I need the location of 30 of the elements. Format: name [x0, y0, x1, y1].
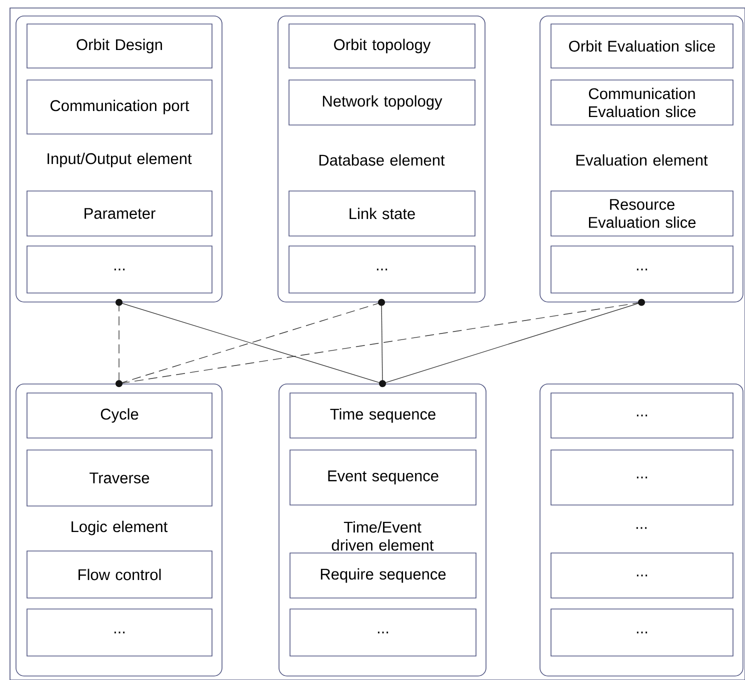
- item-box: ...: [550, 608, 734, 656]
- item-box: Require sequence: [290, 552, 476, 598]
- item-box: ...: [26, 608, 212, 656]
- panel-title: Evaluation element: [576, 154, 708, 166]
- item-box: Link state: [288, 190, 476, 236]
- item-box: Parameter: [26, 190, 212, 236]
- panel-title: Database element: [319, 154, 445, 166]
- item-box: ...: [550, 246, 734, 294]
- item-box: Flow control: [26, 550, 212, 598]
- item-box: Cycle: [26, 392, 212, 438]
- panel-title: Input/Output element: [48, 152, 192, 168]
- item-box: ...: [290, 608, 476, 656]
- item-box: Network topology: [288, 80, 476, 126]
- panel-title: ...: [636, 527, 647, 529]
- item-box: Orbit Design: [26, 24, 212, 68]
- item-box: Communication port: [26, 80, 212, 134]
- item-box: Traverse: [26, 450, 212, 506]
- item-box: Event sequence: [290, 450, 476, 506]
- item-box: ...: [288, 246, 476, 294]
- item-box: ...: [550, 392, 734, 438]
- item-box: Orbit Evaluation slice: [550, 24, 734, 68]
- panel-title: Logic element: [72, 520, 168, 536]
- item-box: Time sequence: [290, 392, 476, 438]
- item-box: Resource Evaluation slice: [550, 190, 734, 236]
- panel-title: Time/Event driven element: [332, 521, 434, 551]
- item-box: ...: [26, 246, 212, 294]
- item-box: Orbit topology: [288, 24, 476, 68]
- item-box: ...: [550, 552, 734, 598]
- item-box: Communication Evaluation slice: [550, 80, 734, 126]
- item-box: ...: [550, 450, 734, 506]
